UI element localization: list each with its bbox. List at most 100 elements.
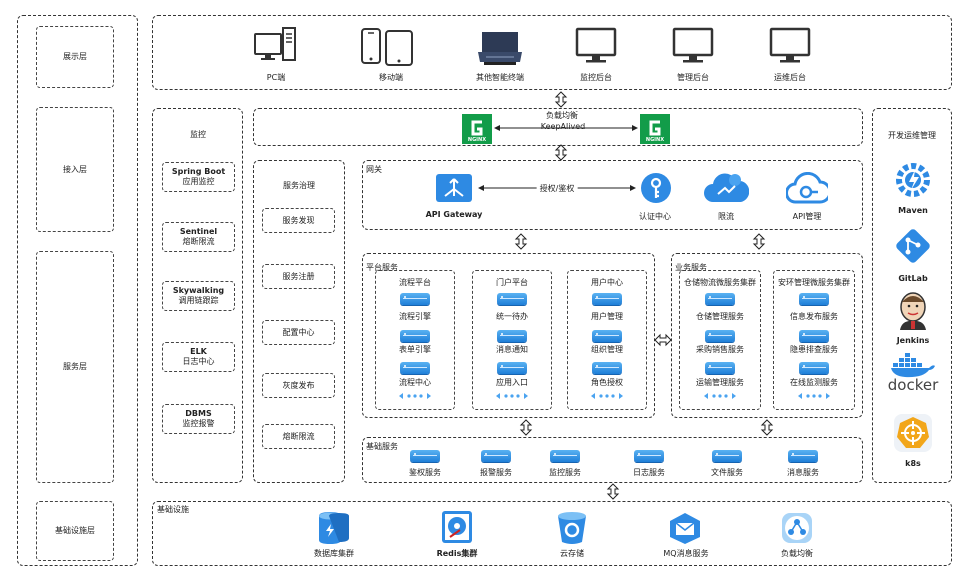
terminal-label-admin: 管理后台 — [677, 73, 709, 82]
platform-services-panel — [362, 253, 655, 418]
user-center-title: 用户中心 — [591, 278, 623, 287]
server-icon — [712, 450, 742, 462]
infra-label-redis: Redis集群 — [436, 549, 478, 558]
base-item-log: 日志服务 — [633, 468, 665, 477]
pc-icon — [253, 26, 297, 68]
monitor-elk-desc: 日志中心 — [182, 357, 215, 366]
layer-infra-label: 基础设施层 — [55, 526, 95, 535]
monitor-sentinel-name: Sentinel — [179, 227, 218, 236]
base-item-message: 消息服务 — [787, 468, 819, 477]
monitor-springboot-desc: 应用监控 — [182, 177, 215, 186]
server-icon — [400, 330, 430, 342]
server-icon — [497, 330, 527, 342]
server-icon — [705, 330, 735, 342]
monitor-sentinel-desc: 熔断限流 — [182, 237, 215, 246]
auth-label: 授权/鉴权 — [536, 184, 578, 194]
ops-console-icon — [769, 27, 811, 67]
business-services-panel — [671, 253, 863, 418]
gateway-label-auth: 认证中心 — [639, 212, 671, 221]
devops-label-gitlab: GitLab — [898, 274, 928, 283]
api-management-icon — [786, 172, 828, 208]
terminal-label-smart: 其他智能终端 — [476, 73, 524, 82]
server-icon — [497, 293, 527, 305]
server-icon — [481, 450, 511, 462]
load-balancer-icon — [780, 511, 814, 545]
nginx-logo-left: NGINX — [462, 114, 492, 144]
server-icon — [550, 450, 580, 462]
governance-item-register: 服务注册 — [262, 264, 335, 289]
portal-title: 门户平台 — [496, 278, 528, 287]
terminal-label-mobile: 移动端 — [379, 73, 403, 82]
governance-item-circuit: 熔断限流 — [262, 424, 335, 449]
gateway-panel — [362, 160, 863, 230]
monitor-dbms-desc: 监控报警 — [182, 419, 215, 428]
server-icon — [592, 330, 622, 342]
arrow-display-access — [554, 91, 568, 108]
maven-icon — [893, 158, 933, 200]
workflow-item-form: 表单引擎 — [399, 345, 431, 354]
load-balancer-panel — [253, 108, 863, 146]
database-cluster-icon — [317, 510, 351, 546]
base-item-file: 文件服务 — [711, 468, 743, 477]
user-item-role: 角色授权 — [591, 378, 623, 387]
rate-limit-icon — [703, 172, 749, 206]
devops-label-maven: Maven — [898, 206, 928, 215]
governance-discovery-label: 服务发现 — [282, 215, 315, 225]
server-icon — [799, 362, 829, 374]
gateway-label-ratelimit: 限流 — [718, 212, 734, 221]
governance-item-gray: 灰度发布 — [262, 373, 335, 398]
governance-panel — [253, 160, 345, 483]
display-layer-panel — [152, 15, 952, 90]
layer-display-label: 展示层 — [63, 52, 87, 61]
gateway-title: 网关 — [366, 165, 382, 174]
jenkins-icon — [894, 290, 932, 330]
gitlab-icon — [895, 228, 931, 264]
server-icon — [705, 293, 735, 305]
devops-label-jenkins: Jenkins — [896, 336, 930, 345]
layer-access-label: 接入层 — [63, 164, 87, 174]
k8s-icon — [893, 413, 933, 453]
safety-item-publish: 信息发布服务 — [790, 312, 838, 321]
governance-gray-label: 灰度发布 — [282, 380, 315, 390]
arrow-gateway-business — [752, 233, 766, 250]
gateway-label-apimgmt: API管理 — [792, 212, 822, 221]
portal-item-notify: 消息通知 — [496, 345, 528, 354]
governance-register-label: 服务注册 — [282, 271, 315, 281]
safety-item-online: 在线监测服务 — [790, 378, 838, 387]
monitor-springboot-name: Spring Boot — [171, 167, 226, 176]
admin-console-icon — [672, 27, 714, 67]
mobile-icon — [360, 27, 416, 69]
api-chain-icon — [797, 391, 831, 401]
safety-title: 安环管理微服务集群 — [778, 278, 850, 287]
terminal-label-monitor: 监控后台 — [580, 73, 612, 82]
arrow-gateway-platform — [514, 233, 528, 250]
workflow-item-engine: 流程引擎 — [399, 312, 431, 321]
user-item-users: 用户管理 — [591, 312, 623, 321]
server-icon — [410, 450, 440, 462]
governance-config-label: 配置中心 — [282, 327, 315, 337]
redis-cluster-icon — [440, 509, 474, 545]
portal-item-entry: 应用入口 — [496, 378, 528, 387]
monitor-skywalking-name: Skywalking — [172, 286, 225, 295]
base-item-monitor: 监控服务 — [549, 468, 581, 477]
terminal-label-pc: PC端 — [266, 73, 286, 82]
platform-title: 平台服务 — [366, 263, 398, 272]
nginx-link-arrow — [494, 124, 638, 132]
devops-label-docker: docker — [887, 376, 939, 394]
base-item-alarm: 报警服务 — [480, 468, 512, 477]
docker-icon — [889, 352, 937, 378]
business-group-safety — [773, 270, 855, 410]
devops-title: 开发运维管理 — [888, 131, 936, 140]
arrow-business-base — [760, 419, 774, 436]
server-icon — [799, 293, 829, 305]
warehouse-item-storage: 仓储管理服务 — [696, 312, 744, 321]
layer-infrastructure: 基础设施层 — [36, 501, 114, 561]
terminal-label-ops: 运维后台 — [774, 73, 806, 82]
monitor-skywalking-desc: 调用链跟踪 — [178, 296, 219, 305]
server-icon — [705, 362, 735, 374]
base-services-title: 基础服务 — [366, 442, 398, 451]
monitor-elk-name: ELK — [190, 347, 207, 356]
portal-item-todo: 统一待办 — [496, 312, 528, 321]
